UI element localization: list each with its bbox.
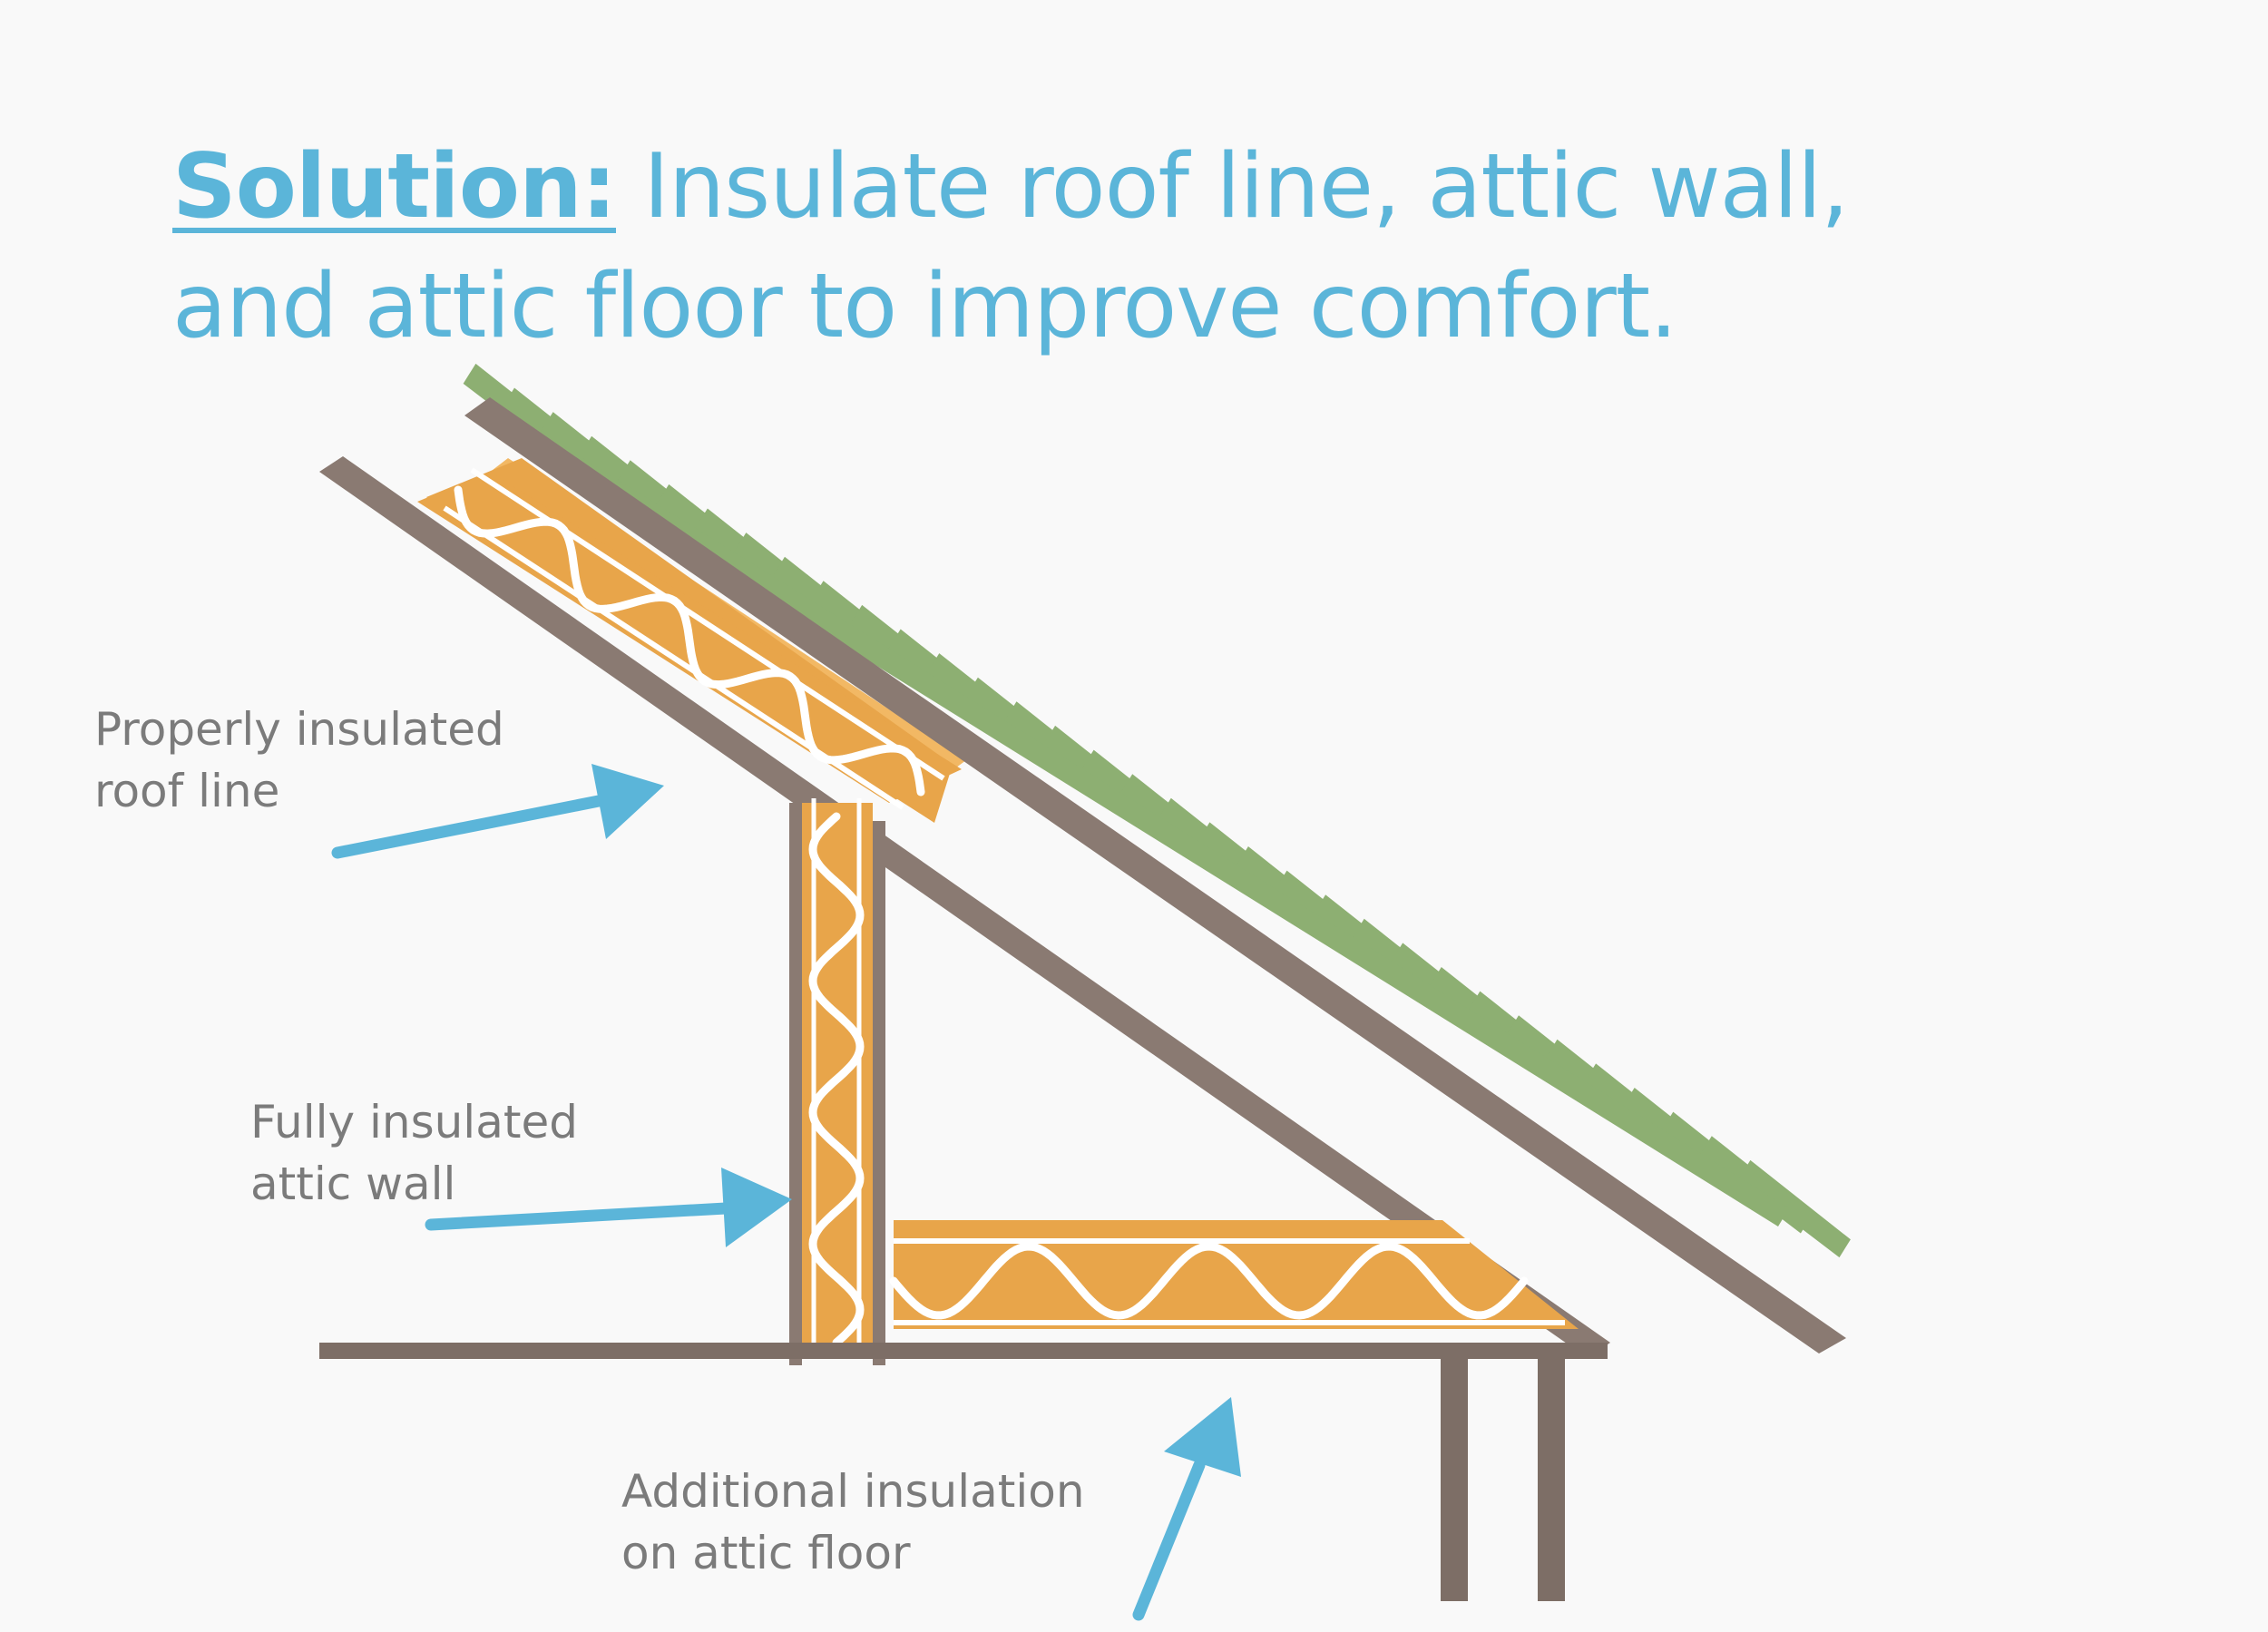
label-roof-line-2: roof line <box>94 765 280 817</box>
roof-rafter-lower <box>319 456 1610 1358</box>
label-roof-line: Properly insulated roof line <box>94 699 504 822</box>
attic-wall-stud-left <box>789 803 802 1365</box>
attic-wall-insulation <box>800 798 873 1347</box>
label-attic-floor-1: Additional insulation <box>621 1465 1085 1518</box>
arrow-roof-line <box>331 764 664 859</box>
label-roof-line-1: Properly insulated <box>94 703 504 756</box>
title-text: Insulate roof line, attic wall, and atti… <box>172 135 1849 358</box>
label-attic-wall: Fully insulated attic wall <box>250 1091 578 1215</box>
roof-insulation-batt <box>417 458 966 823</box>
attic-floor-insulation <box>889 1220 1579 1329</box>
label-attic-wall-1: Fully insulated <box>250 1096 578 1148</box>
roof-shingles <box>463 363 1851 1258</box>
page-title: Solution: Insulate roof line, attic wall… <box>172 127 1987 366</box>
attic-wall-stud-right <box>873 821 885 1365</box>
arrow-attic-wall <box>425 1168 792 1247</box>
label-attic-wall-2: attic wall <box>250 1158 456 1210</box>
roof-deck-upper <box>464 397 1846 1353</box>
attic-floor-joist <box>319 1343 1608 1359</box>
label-attic-floor-2: on attic floor <box>621 1527 911 1579</box>
shingle <box>1737 1159 1851 1258</box>
label-attic-floor: Additional insulation on attic floor <box>621 1461 1085 1584</box>
arrow-attic-floor <box>1132 1397 1241 1621</box>
ceiling-post-left <box>1441 1356 1468 1601</box>
ceiling-post-right <box>1538 1356 1565 1601</box>
shingle-band <box>503 420 1789 1226</box>
title-lead: Solution: <box>172 135 617 239</box>
